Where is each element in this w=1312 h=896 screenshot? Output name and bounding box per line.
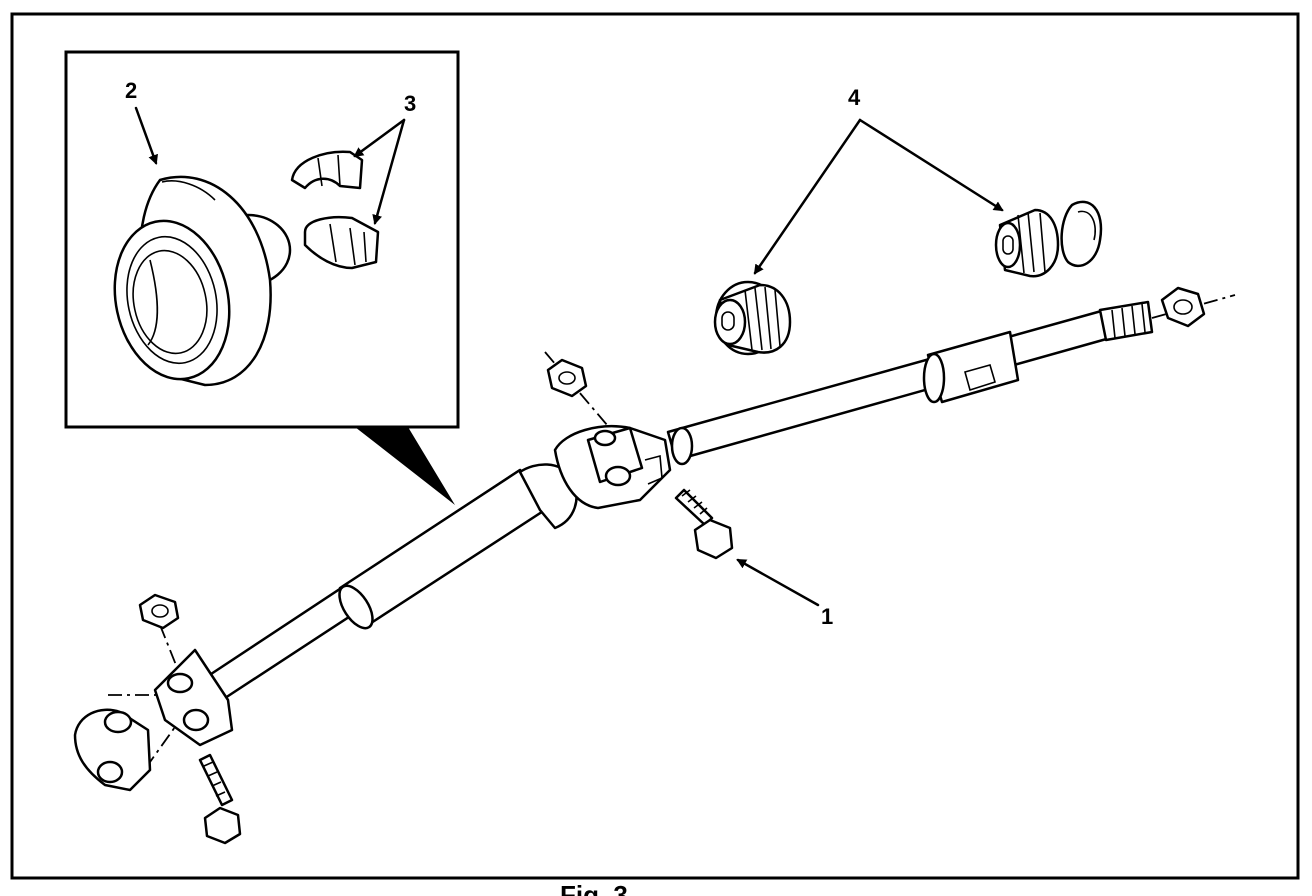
- callout-2-label: 2: [125, 78, 137, 103]
- upper-universal-joint: [553, 425, 672, 510]
- knurled-bushing-left: [713, 280, 792, 356]
- knurled-bushing-right: [994, 208, 1060, 278]
- half-clip-upper: [290, 150, 364, 190]
- figure-frame: [10, 12, 1300, 880]
- leader-lines: [134, 106, 1004, 607]
- bearing-housing: [113, 175, 292, 387]
- callout-3-label: 3: [404, 91, 416, 116]
- nut-shaft-end: [1160, 286, 1206, 328]
- half-clip-lower: [303, 215, 380, 270]
- detail-inset: [64, 50, 460, 505]
- nut-upper-joint: [546, 358, 588, 398]
- callout-4-label: 4: [848, 85, 861, 110]
- lower-universal-joint: [73, 648, 234, 792]
- lower-shaft: [203, 463, 578, 702]
- pinch-bolt-upper: [674, 488, 734, 560]
- inset-pointer: [355, 427, 455, 505]
- retaining-ring: [1060, 200, 1103, 268]
- upper-shaft: [666, 300, 1154, 466]
- nut-lower-joint: [138, 593, 180, 630]
- pinch-bolt-lower: [198, 753, 242, 845]
- figure-caption: Fig. 3: [560, 880, 628, 896]
- callout-1-label: 1: [821, 604, 833, 629]
